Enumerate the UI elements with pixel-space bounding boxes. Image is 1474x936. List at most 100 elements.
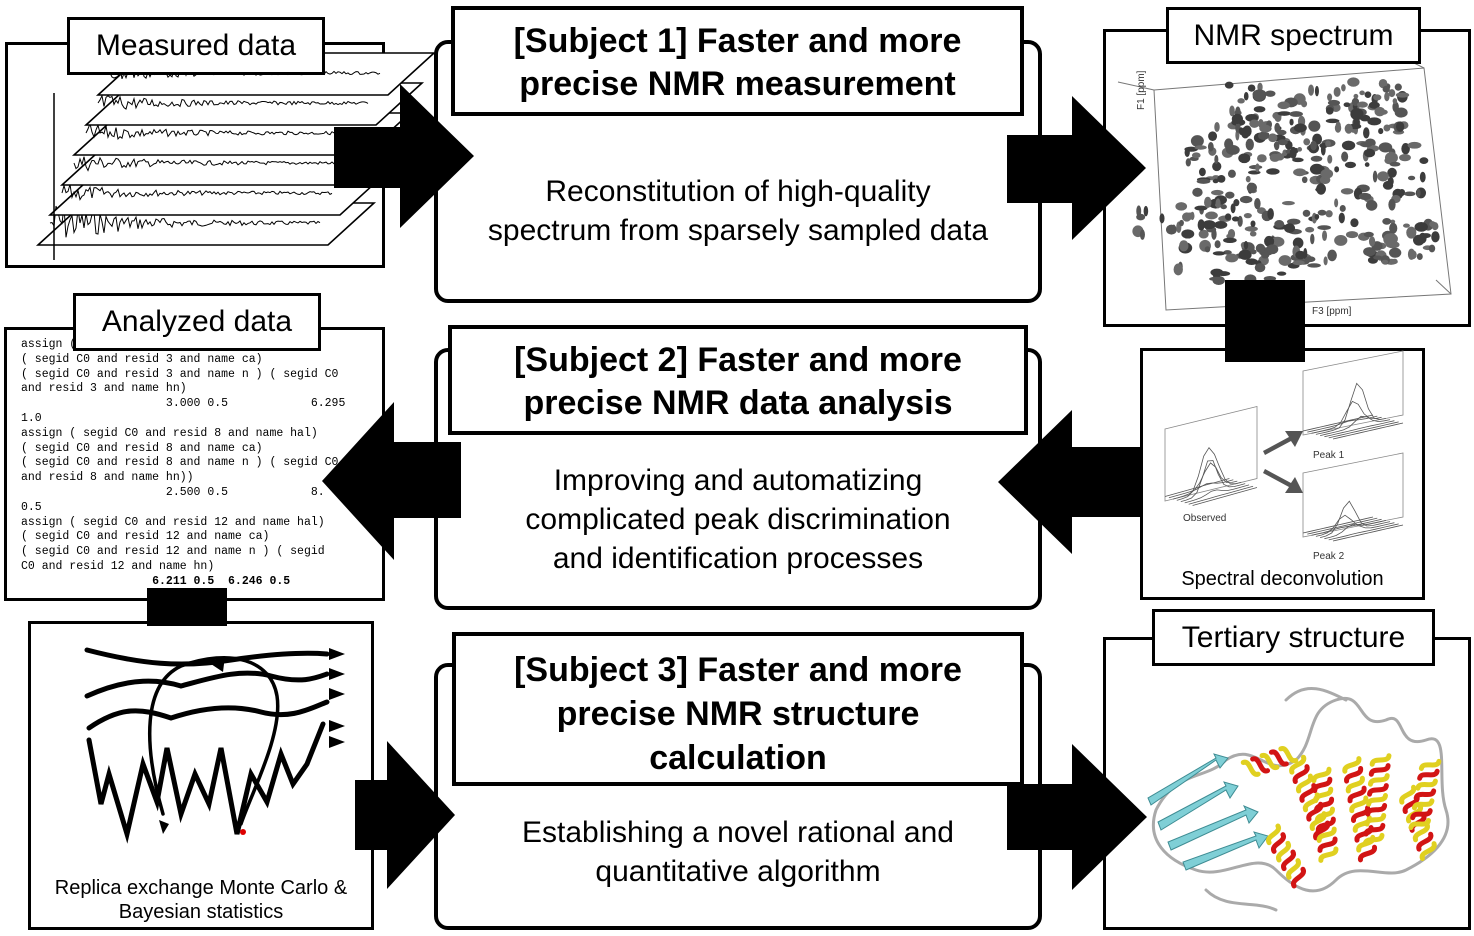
exchange-arrow-2 xyxy=(329,668,345,680)
spectrum-peak xyxy=(1314,214,1320,220)
surface-gridline xyxy=(1302,414,1374,432)
spectrum-peak xyxy=(1327,249,1337,262)
trajectory-arrowhead xyxy=(211,656,225,672)
spectrum-peak xyxy=(1238,249,1252,260)
spectrum-peak xyxy=(1258,131,1270,141)
spectrum-peak xyxy=(1419,171,1426,183)
energy-landscape-diagram xyxy=(84,647,345,844)
surface-gridline xyxy=(1184,484,1250,504)
spectrum-peak xyxy=(1214,154,1219,164)
surface-gridline xyxy=(1324,522,1395,540)
subject-2-title-line-1: [Subject 2] Faster and more xyxy=(514,341,962,379)
surface-gridline xyxy=(1324,420,1395,438)
spectrum-peak xyxy=(1403,223,1410,228)
spectrum-peak xyxy=(1310,233,1315,245)
spectrum-peak xyxy=(1364,162,1370,167)
spectrum-peak xyxy=(1139,229,1145,240)
subject-3-title-line-2: precise NMR structure xyxy=(556,695,920,733)
spectrum-peak xyxy=(1266,168,1280,175)
spectrum-peak xyxy=(1270,236,1285,247)
spectrum-peak xyxy=(1181,229,1195,239)
peak-1-surface-plot xyxy=(1302,350,1404,440)
spectrum-peak xyxy=(1190,135,1204,147)
spectrum-peak xyxy=(1214,121,1220,133)
spectrum-peak xyxy=(1245,258,1258,265)
spectrum-peak xyxy=(1325,210,1333,218)
spectrum-peak xyxy=(1314,85,1319,97)
spectrum-peak xyxy=(1224,81,1234,89)
spectrum-peak xyxy=(1209,276,1224,282)
surface-gridline xyxy=(1307,517,1378,535)
measured-data-title: Measured data xyxy=(67,17,325,75)
code-line: assign ( segid C0 and resid 8 and name h… xyxy=(21,426,318,440)
exchange-arrow-3 xyxy=(329,688,345,700)
spectrum-peak xyxy=(1250,220,1256,228)
spectrum-peak xyxy=(1238,153,1251,164)
spectrum-peak xyxy=(1383,124,1391,132)
subject-2-description: Improving and automatizing complicated p… xyxy=(440,461,1036,578)
energy-curve-2 xyxy=(84,670,330,699)
spectrum-peak xyxy=(1179,240,1189,252)
peak-2-label: Peak 2 xyxy=(1313,551,1345,562)
spectrum-peak xyxy=(1359,90,1365,96)
spectrum-peak xyxy=(1191,152,1201,159)
spectrum-peak xyxy=(1259,124,1271,133)
trajectory-arrowhead-2 xyxy=(159,820,169,834)
spectrum-peak xyxy=(1249,119,1260,128)
spectrum-peak xyxy=(1345,231,1359,239)
spectrum-peak xyxy=(1373,255,1383,260)
spectrum-peak xyxy=(1431,222,1439,231)
spectrum-peak xyxy=(1254,263,1266,273)
spectrum-peak xyxy=(1211,228,1217,240)
observed-surface-plot xyxy=(1164,405,1258,506)
spectrum-peak xyxy=(1323,256,1328,266)
spectrum-peak xyxy=(1334,234,1348,246)
energy-curve-4 xyxy=(86,721,326,844)
spectrum-peak xyxy=(1374,106,1386,117)
spectrum-peak xyxy=(1243,241,1249,250)
spectrum-peak xyxy=(1204,246,1211,253)
spectrum-peak xyxy=(1396,121,1405,132)
subject-1-desc-line-2: spectrum from sparsely sampled data xyxy=(487,214,989,247)
spectrum-peak xyxy=(1224,213,1232,221)
spectrum-peak xyxy=(1239,195,1253,204)
surface-gridline xyxy=(1180,460,1246,502)
spectral-deconvolution-panel: Observed Peak 1 Peak 2 Spectral deconvol… xyxy=(1140,348,1425,600)
spectrum-peak xyxy=(1353,93,1359,99)
code-line: and resid 8 and name hn)) xyxy=(21,471,194,485)
spectrum-peak xyxy=(1289,111,1303,117)
spectrum-peak xyxy=(1333,86,1341,97)
spectrum-peak xyxy=(1344,161,1357,169)
spectrum-peak xyxy=(1341,140,1356,151)
spectrum-peak xyxy=(1237,98,1245,104)
surface-gridline xyxy=(1315,514,1386,537)
spectral-deconvolution-caption: Spectral deconvolution xyxy=(1181,568,1384,590)
spectrum-peak xyxy=(1392,98,1398,104)
spectrum-peak xyxy=(1335,121,1341,129)
code-line: ( segid C0 and resid 12 and name n ) ( s… xyxy=(21,545,325,559)
spectrum-peak xyxy=(1391,258,1398,264)
restraint-code-listing: assign ( segid C0 and resid 3 and name h… xyxy=(21,338,345,590)
spectrum-peak xyxy=(1204,196,1212,209)
spectrum-peak xyxy=(1378,142,1393,153)
spectrum-peak xyxy=(1317,225,1331,230)
spectrum-peak xyxy=(1382,218,1392,225)
spectrum-peak xyxy=(1207,142,1214,152)
analyzed-data-title: Analyzed data xyxy=(73,293,321,351)
spectrum-peak xyxy=(1281,200,1295,206)
spectrum-peak xyxy=(1406,226,1417,239)
fid-trace xyxy=(73,156,345,172)
exchange-trajectory xyxy=(147,656,280,826)
alpha-helix xyxy=(1362,753,1392,847)
surface-gridline xyxy=(1328,421,1399,439)
subject-3-title: [Subject 3] Faster and more precise NMR … xyxy=(452,632,1024,786)
spectrum-peak xyxy=(1231,113,1243,125)
subject-1-desc-line-1: Reconstitution of high-quality xyxy=(545,175,931,208)
spectrum-peak xyxy=(1365,200,1378,211)
spectrum-peak xyxy=(1389,161,1401,167)
peak-1-label: Peak 1 xyxy=(1313,450,1345,461)
spectrum-peak xyxy=(1398,188,1406,196)
spectrum-peak xyxy=(1416,188,1421,198)
subject-3-title-line-1: [Subject 3] Faster and more xyxy=(514,651,962,689)
subject-2-title: [Subject 2] Faster and more precise NMR … xyxy=(448,325,1028,435)
